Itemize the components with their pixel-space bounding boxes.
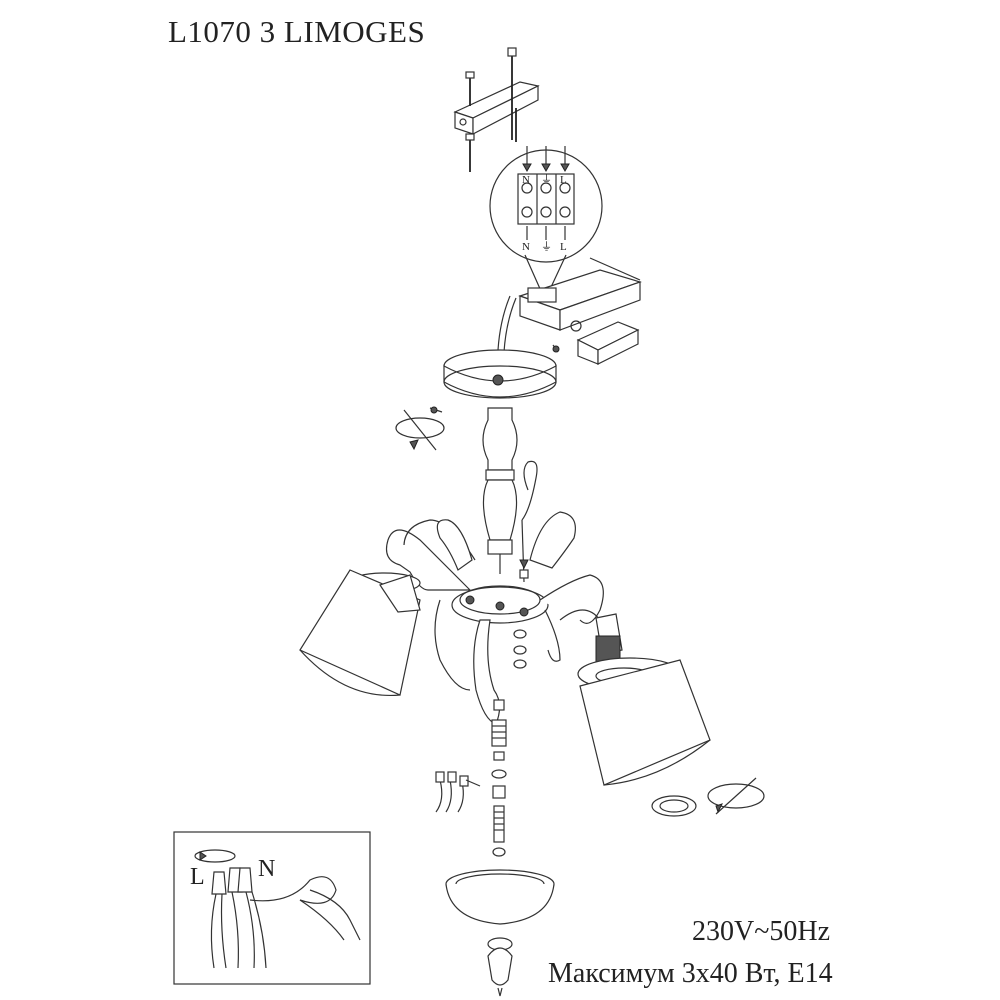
wiring-inset: L N (173, 831, 371, 985)
terminal-block-detail: N ⏚ L N ⏚ L (489, 146, 603, 302)
max-power-spec: Максимум 3x40 Вт, E14 (548, 958, 833, 989)
lampshade-left (299, 569, 421, 697)
central-column (482, 407, 518, 574)
model-title: L1070 3 LIMOGES (168, 14, 426, 49)
terminal-label-n-top: N (522, 174, 530, 186)
wire-connectors (435, 771, 481, 813)
mounting-bracket (453, 81, 540, 135)
terminal-label-l-top: L (560, 174, 567, 186)
inset-label-n: N (258, 856, 275, 882)
terminal-label-earth-bottom: ⏚ (541, 240, 552, 253)
terminal-label-n-bottom: N (522, 241, 530, 253)
inset-label-l: L (190, 864, 205, 890)
rotate-arrow-left-icon (395, 406, 445, 451)
hanging-hook (519, 460, 538, 583)
terminal-label-earth-top: ⏚ (541, 173, 552, 186)
finial (487, 937, 513, 997)
arm-back (436, 511, 576, 571)
terminal-label-l-bottom: L (560, 241, 567, 253)
junction-box (518, 257, 642, 365)
arm-right (539, 574, 604, 662)
trim-ring (651, 795, 697, 817)
lamp-socket-right (595, 613, 623, 663)
voltage-spec: 230V~50Hz (692, 916, 831, 947)
mounting-screws (465, 47, 517, 172)
rotate-arrow-right-icon (707, 777, 765, 815)
bottom-bowl (445, 869, 555, 925)
hardware-stack (491, 629, 527, 857)
body-plate (451, 585, 549, 624)
canopy (443, 349, 557, 399)
lampshade-right (577, 657, 711, 786)
